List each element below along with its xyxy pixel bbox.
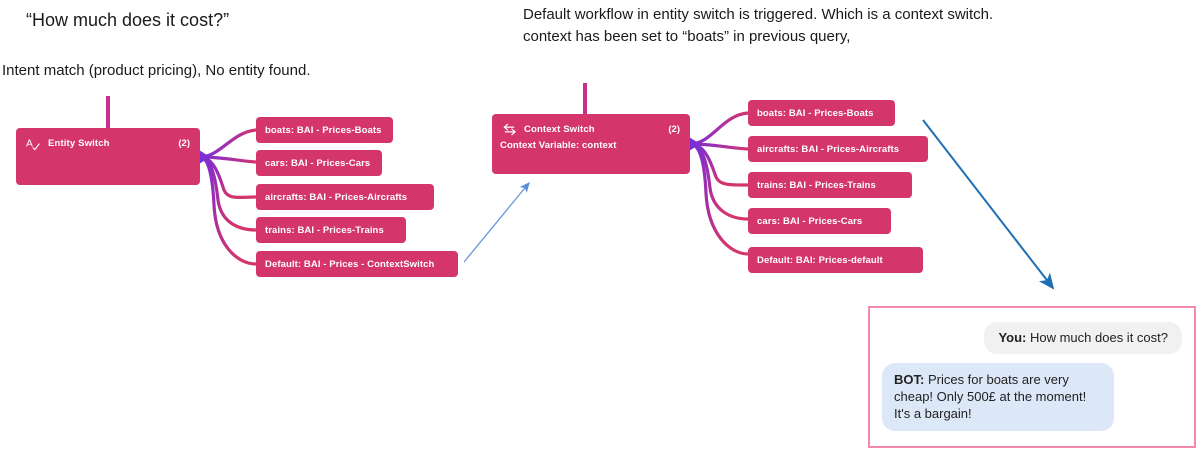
entity-switch-child-default[interactable]: Default: BAI - Prices - ContextSwitch xyxy=(256,251,458,277)
chat-user-speaker: You: xyxy=(998,330,1027,345)
context-switch-child-boats[interactable]: boats: BAI - Prices-Boats xyxy=(748,100,895,126)
entity-switch-stem xyxy=(106,96,110,129)
context-switch-child-cars[interactable]: cars: BAI - Prices-Cars xyxy=(748,208,891,234)
entity-switch-count: (2) xyxy=(178,138,190,149)
entity-switch-node[interactable]: A Entity Switch (2) xyxy=(16,128,200,185)
entity-annotation-icon: A xyxy=(26,138,40,151)
context-switch-child-default[interactable]: Default: BAI: Prices-default xyxy=(748,247,923,273)
context-switch-count: (2) xyxy=(668,124,680,135)
svg-text:A: A xyxy=(26,138,33,149)
entity-switch-child-cars[interactable]: cars: BAI - Prices-Cars xyxy=(256,150,382,176)
context-switch-node[interactable]: Context Switch (2) Context Variable: con… xyxy=(492,114,690,174)
chat-panel: You: How much does it cost? BOT: Prices … xyxy=(868,306,1196,448)
context-switch-variable: Context Variable: context xyxy=(500,140,617,151)
entity-switch-title: Entity Switch xyxy=(48,138,110,149)
chat-bot-speaker: BOT: xyxy=(894,372,925,387)
annotation-default-workflow: Default workflow in entity switch is tri… xyxy=(523,6,994,45)
chat-message-bot: BOT: Prices for boats are very cheap! On… xyxy=(882,363,1114,431)
chat-message-user: You: How much does it cost? xyxy=(984,322,1182,354)
chat-user-text: How much does it cost? xyxy=(1026,330,1168,345)
chat-bot-text: Prices for boats are very cheap! Only 50… xyxy=(894,372,1087,421)
entity-switch-child-boats[interactable]: boats: BAI - Prices-Boats xyxy=(256,117,393,143)
context-switch-child-trains[interactable]: trains: BAI - Prices-Trains xyxy=(748,172,912,198)
context-switch-stem xyxy=(583,83,587,116)
context-switch-title: Context Switch xyxy=(524,124,595,135)
entity-switch-child-aircrafts[interactable]: aircrafts: BAI - Prices-Aircrafts xyxy=(256,184,434,210)
entity-switch-child-trains[interactable]: trains: BAI - Prices-Trains xyxy=(256,217,406,243)
switch-arrow-icon xyxy=(503,123,516,136)
annotation-question: “How much does it cost?” xyxy=(26,10,230,30)
annotation-intent-match: Intent match (product pricing), No entit… xyxy=(2,62,311,79)
context-switch-child-aircrafts[interactable]: aircrafts: BAI - Prices-Aircrafts xyxy=(748,136,928,162)
